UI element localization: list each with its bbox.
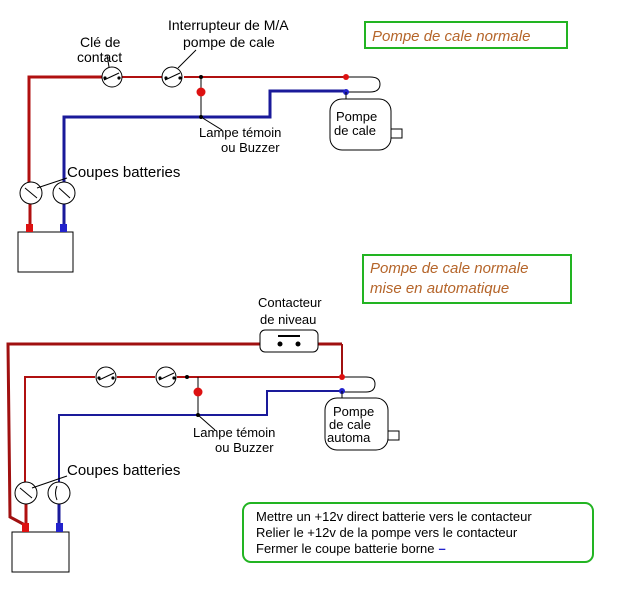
lamp-indicator-icon-1 [196, 87, 206, 97]
label-contacteur-1: Contacteur [258, 295, 322, 310]
lamp-indicator-icon-2 [193, 387, 203, 397]
label-cle-contact-2: contact [77, 49, 122, 65]
note-line-2: Relier le +12v de la pompe vers le conta… [256, 525, 518, 540]
diagram-normal: Pompe de cale normale Clé de contact Int… [17, 17, 568, 273]
coupes-leader-2 [31, 475, 68, 489]
battery-minus-terminal-1 [60, 224, 67, 232]
negative-wire-1 [62, 89, 346, 190]
negative-wire-2 [58, 390, 342, 487]
label-contacteur-2: de niveau [260, 312, 316, 327]
note-line-1: Mettre un +12v direct batterie vers le c… [256, 509, 532, 524]
key-label-leader [106, 54, 110, 68]
battery-cutoff-minus-icon-2 [47, 481, 71, 505]
label-cle-contact-1: Clé de [80, 34, 121, 50]
direct-battery-wire [6, 342, 260, 527]
pump-body-2 [324, 397, 389, 451]
label-interrupteur-2: pompe de cale [183, 34, 275, 50]
label-lampe-2b: ou Buzzer [215, 440, 274, 455]
label-coupes-batteries-2: Coupes batteries [67, 462, 180, 479]
positive-wire-1 [27, 75, 104, 190]
note-box [242, 502, 594, 563]
pump-label-2c: automa [327, 430, 371, 445]
battery-plus-terminal-2 [22, 523, 29, 532]
pump-label-1b: de cale [334, 123, 376, 138]
title-2a: Pompe de cale normale [370, 260, 528, 277]
pump-label-1a: Pompe [336, 109, 377, 124]
battery-1 [17, 231, 74, 273]
title-box-2 [362, 254, 572, 304]
pump-label-2a: Pompe [333, 404, 374, 419]
title-2b: mise en automatique [370, 280, 509, 297]
pump-outlet-1 [390, 128, 403, 139]
label-lampe-2: ou Buzzer [221, 140, 280, 155]
label-lampe-2a: Lampe témoin [193, 425, 275, 440]
note-minus-sign: – [438, 541, 445, 556]
pump-loop-1 [346, 76, 381, 93]
title-box-1 [364, 21, 568, 49]
pump-body-1 [329, 98, 392, 151]
battery-plus-terminal-1 [26, 224, 33, 232]
pump-outlet-2 [387, 430, 400, 441]
pump-plus-terminal-1 [343, 74, 349, 80]
pump-loop-2 [342, 376, 376, 393]
note-line-3-text: Fermer le coupe batterie borne [256, 541, 434, 556]
label-coupes-batteries-1: Coupes batteries [67, 164, 180, 181]
coupes-leader-1 [36, 177, 68, 189]
battery-minus-terminal-2 [56, 523, 63, 532]
pump-label-2b: de cale [329, 417, 371, 432]
label-lampe-1: Lampe témoin [199, 125, 281, 140]
note-line-3: Fermer le coupe batterie borne– [256, 541, 446, 556]
battery-2 [11, 531, 70, 573]
level-switch-icon [259, 329, 319, 353]
lamp-label-leader-1 [200, 116, 223, 131]
label-interrupteur-1: Interrupteur de M/A [168, 17, 289, 33]
switch-node-1 [199, 75, 203, 79]
positive-wire-2 [24, 376, 95, 488]
pump-plus-terminal-2 [339, 374, 345, 380]
key-switch-icon [101, 66, 123, 88]
title-1: Pompe de cale normale [372, 28, 530, 45]
diagram-auto: Pompe de cale normale mise en automatiqu… [6, 254, 572, 573]
instructions-note: Mettre un +12v direct batterie vers le c… [242, 502, 594, 563]
